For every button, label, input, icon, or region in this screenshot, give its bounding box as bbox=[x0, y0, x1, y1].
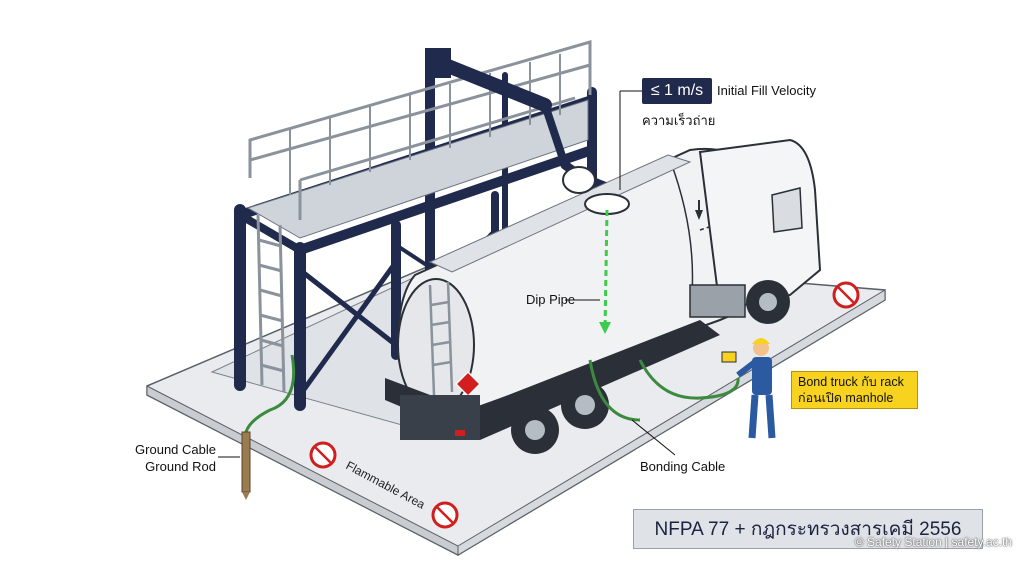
velocity-label-en: Initial Fill Velocity bbox=[717, 83, 816, 98]
no-fire-sign-left bbox=[311, 443, 335, 467]
bond-callout-line1: Bond truck กับ rack bbox=[798, 374, 911, 390]
ground-rod-label: Ground Rod bbox=[120, 459, 216, 474]
bond-callout-line2: ก่อนเปิด manhole bbox=[798, 390, 911, 406]
bond-truck-callout: Bond truck กับ rack ก่อนเปิด manhole bbox=[791, 371, 918, 409]
credit-text: © Safety Station | safety.ac.th bbox=[855, 535, 1012, 549]
ground-rod bbox=[242, 432, 250, 492]
bonding-cable-label: Bonding Cable bbox=[640, 459, 725, 474]
ground-cable-label: Ground Cable bbox=[120, 442, 216, 457]
dip-pipe-label: Dip Pipe bbox=[526, 292, 575, 307]
velocity-value-box: ≤ 1 m/s bbox=[642, 78, 712, 104]
no-phone-sign bbox=[433, 503, 457, 527]
velocity-label-th: ความเร็วถ่าย bbox=[642, 110, 715, 131]
no-fire-sign-right bbox=[834, 283, 858, 307]
